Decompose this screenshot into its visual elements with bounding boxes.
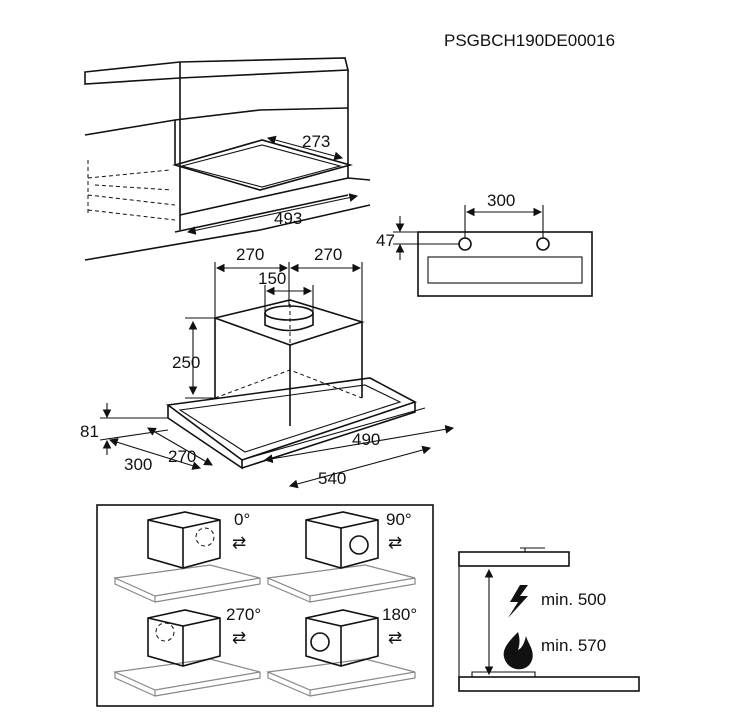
rotate-icon: ⇄ (232, 533, 246, 552)
front-view-drawing: 300 47 (376, 191, 593, 297)
hood-duct-label: 150 (258, 269, 286, 288)
rotation-angle-270: 270° (226, 605, 261, 624)
hood-body-width-label: 490 (352, 430, 380, 449)
rotation-options-panel: 0° ⇄ 90° ⇄ 270° ⇄ (96, 504, 434, 707)
hood-total-width-label: 540 (318, 469, 346, 488)
hood-drawing: 270 270 150 250 81 300 270 490 540 (80, 245, 455, 489)
cabinet-drawing: 273 493 (84, 57, 371, 261)
rotation-angle-180: 180° (382, 605, 417, 624)
rotation-angle-90: 90° (386, 510, 412, 529)
hood-chimney-height-label: 250 (172, 353, 200, 372)
cabinet-depth-label: 273 (302, 132, 330, 151)
hood-left-offset-label: 270 (236, 245, 264, 264)
hood-depth-side-label: 270 (168, 447, 196, 466)
gas-clearance-label: min. 570 (541, 636, 606, 655)
rotate-icon: ⇄ (388, 628, 402, 647)
hood-depth-front-label: 300 (124, 455, 152, 474)
clearance-drawing: min. 500 min. 570 (458, 547, 640, 692)
hood-body-height-label: 81 (80, 422, 99, 441)
hood-right-offset-label: 270 (314, 245, 342, 264)
rotate-icon: ⇄ (232, 628, 246, 647)
electric-clearance-label: min. 500 (541, 590, 606, 609)
cabinet-width-label: 493 (274, 209, 302, 228)
rotation-option-0: 0° ⇄ (112, 510, 261, 603)
rotation-option-270: 270° ⇄ (112, 605, 261, 697)
front-height-label: 47 (376, 231, 395, 250)
rotation-option-90: 90° ⇄ (265, 510, 416, 603)
rotate-icon: ⇄ (388, 533, 402, 552)
front-spacing-label: 300 (487, 191, 515, 210)
electric-icon (508, 585, 528, 618)
model-code: PSGBCH190DE00016 (444, 31, 615, 50)
rotation-angle-0: 0° (234, 510, 250, 529)
rotation-option-180: 180° ⇄ (265, 605, 417, 697)
gas-flame-icon (503, 632, 533, 670)
